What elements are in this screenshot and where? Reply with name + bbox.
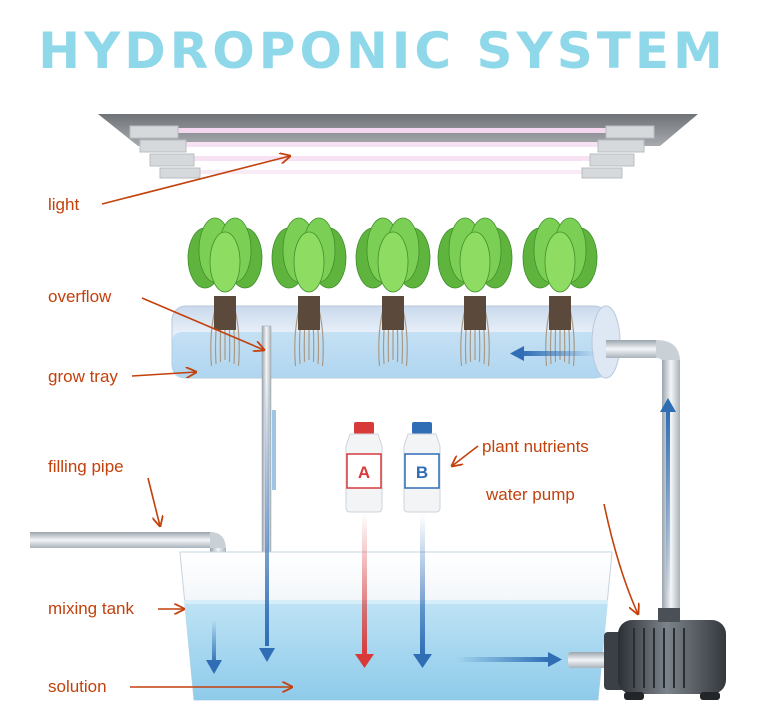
leader-overflow	[141, 297, 264, 350]
arrow-head	[355, 654, 374, 668]
arrow-down-filling	[212, 620, 216, 666]
labels: light overflow grow tray filling pipe mi…	[48, 156, 638, 696]
arrow-head	[259, 648, 275, 662]
arrow-head	[206, 660, 222, 674]
lettuce-plant	[355, 217, 431, 367]
bottle-b-label: B	[416, 463, 428, 482]
overflow-flow	[272, 410, 276, 490]
mixing-tank	[179, 551, 613, 701]
arrow-left-into-tray	[522, 351, 596, 356]
grow-tray	[171, 305, 621, 379]
leader-grow-tray	[131, 372, 196, 376]
nutrient-bottle-b: B	[403, 422, 441, 513]
tank-solution	[184, 600, 608, 700]
label-overflow: overflow	[48, 287, 112, 306]
label-filling-pipe: filling pipe	[48, 457, 124, 476]
label-grow-tray: grow tray	[48, 367, 118, 386]
lettuce-plant	[187, 217, 263, 367]
label-light: light	[48, 195, 79, 214]
arrow-up-return	[666, 410, 670, 596]
nutrient-bottle-a: A	[345, 422, 383, 513]
label-mixing-tank: mixing tank	[48, 599, 134, 618]
leader-water-pump	[603, 503, 638, 614]
lettuce-plant	[437, 217, 513, 367]
diagram-title: HYDROPONIC SYSTEM	[38, 22, 727, 80]
arrow-down-nutrient-b	[420, 514, 425, 656]
leader-filling-pipe	[147, 477, 160, 526]
arrow-head	[548, 652, 562, 667]
lamp-socket-right	[581, 125, 655, 179]
flow-arrows	[206, 346, 676, 674]
arrow-head	[510, 346, 524, 361]
tray-water	[172, 332, 608, 378]
leader-light	[101, 156, 290, 205]
lettuce-plant	[522, 217, 598, 367]
arrow-right-to-pump	[456, 657, 550, 662]
arrow-head	[660, 398, 676, 412]
pump-inlet-pipe	[568, 652, 610, 668]
plants	[187, 217, 598, 367]
label-plant-nutrients: plant nutrients	[482, 437, 589, 456]
label-water-pump: water pump	[485, 485, 575, 504]
grow-light	[98, 114, 698, 179]
arrow-down-overflow	[265, 380, 269, 646]
leader-plant-nutrients	[452, 445, 479, 466]
light-tube	[186, 156, 594, 161]
arrow-head	[413, 654, 432, 668]
light-tube	[170, 128, 610, 133]
bottle-a-label: A	[358, 463, 370, 482]
lamp-socket-left	[129, 125, 201, 179]
arrow-down-nutrient-a	[362, 514, 367, 656]
light-tube	[194, 170, 586, 174]
lettuce-plant	[271, 217, 347, 367]
light-tube	[178, 142, 602, 147]
label-solution: solution	[48, 677, 107, 696]
water-pump	[604, 608, 726, 700]
